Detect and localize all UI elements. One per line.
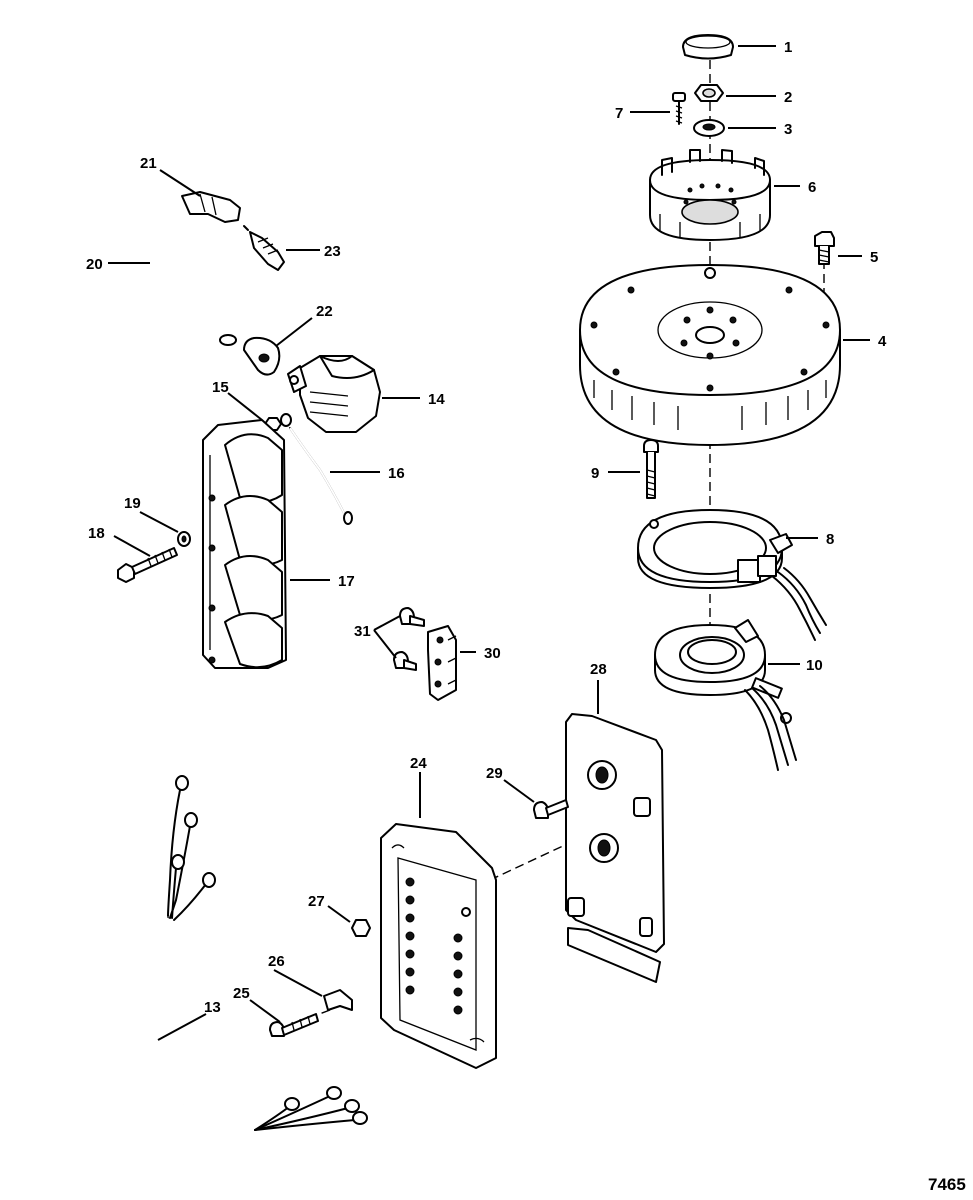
part-14-coil (287, 355, 381, 433)
callout-6: 6 (808, 179, 816, 196)
callout-17: 17 (338, 573, 355, 590)
callout-16: 16 (388, 465, 405, 482)
part-29-screw (533, 799, 569, 819)
callout-9: 9 (591, 465, 599, 482)
part-8-stator (637, 509, 827, 641)
callout-22: 22 (316, 303, 333, 320)
part-16-ground-lead (280, 413, 353, 525)
callout-15: 15 (212, 379, 229, 396)
part-27-nut (351, 919, 371, 937)
part-3-washer (693, 119, 725, 137)
callout-19: 19 (124, 495, 141, 512)
part-23-spark-plug (243, 225, 285, 271)
callout-29: 29 (486, 765, 503, 782)
callout-14: 14 (428, 391, 445, 408)
callout-leaders (108, 45, 870, 1041)
part-2-nut (694, 84, 724, 102)
part-28-plate (565, 713, 665, 983)
callout-2: 2 (784, 89, 792, 106)
callout-26: 26 (268, 953, 285, 970)
callout-10: 10 (806, 657, 823, 674)
part-22-boot (243, 336, 281, 376)
callout-labels: 1 2 3 6 5 4 7 8 9 10 14 15 16 17 18 19 2… (86, 39, 887, 1016)
part-17-coil-bank (202, 419, 287, 669)
callout-24: 24 (410, 755, 427, 772)
part-20-21-spark-plug-lead (149, 191, 241, 346)
callout-13: 13 (204, 999, 221, 1016)
part-26-clip (323, 989, 353, 1011)
part-13-wire-harness (144, 775, 368, 1132)
part-18-bolt (117, 547, 178, 583)
callout-30: 30 (484, 645, 501, 662)
callout-5: 5 (870, 249, 878, 266)
callout-18: 18 (88, 525, 105, 542)
figure-number: 7465 (928, 1175, 966, 1194)
callout-7: 7 (615, 105, 623, 122)
part-7-screw (672, 92, 686, 125)
part-19-washer (177, 531, 191, 547)
part-4-flywheel (579, 264, 841, 446)
part-9-bolt (643, 439, 659, 499)
callout-1: 1 (784, 39, 792, 56)
callout-20: 20 (86, 256, 103, 273)
callout-27: 27 (308, 893, 325, 910)
part-30-terminal-block (427, 625, 457, 701)
callout-8: 8 (826, 531, 834, 548)
callout-4: 4 (878, 333, 887, 350)
callout-28: 28 (590, 661, 607, 678)
callout-23: 23 (324, 243, 341, 260)
callout-31: 31 (354, 623, 371, 640)
part-6-cup (649, 149, 771, 241)
part-31-screws (393, 607, 425, 671)
part-24-switch-box (380, 823, 497, 1069)
callout-3: 3 (784, 121, 792, 138)
part-25-screw (269, 1013, 319, 1037)
part-10-trigger (654, 619, 797, 771)
part-1-cap (682, 34, 734, 60)
callout-21: 21 (140, 155, 157, 172)
part-5-bolt (814, 231, 835, 265)
callout-25: 25 (233, 985, 250, 1002)
